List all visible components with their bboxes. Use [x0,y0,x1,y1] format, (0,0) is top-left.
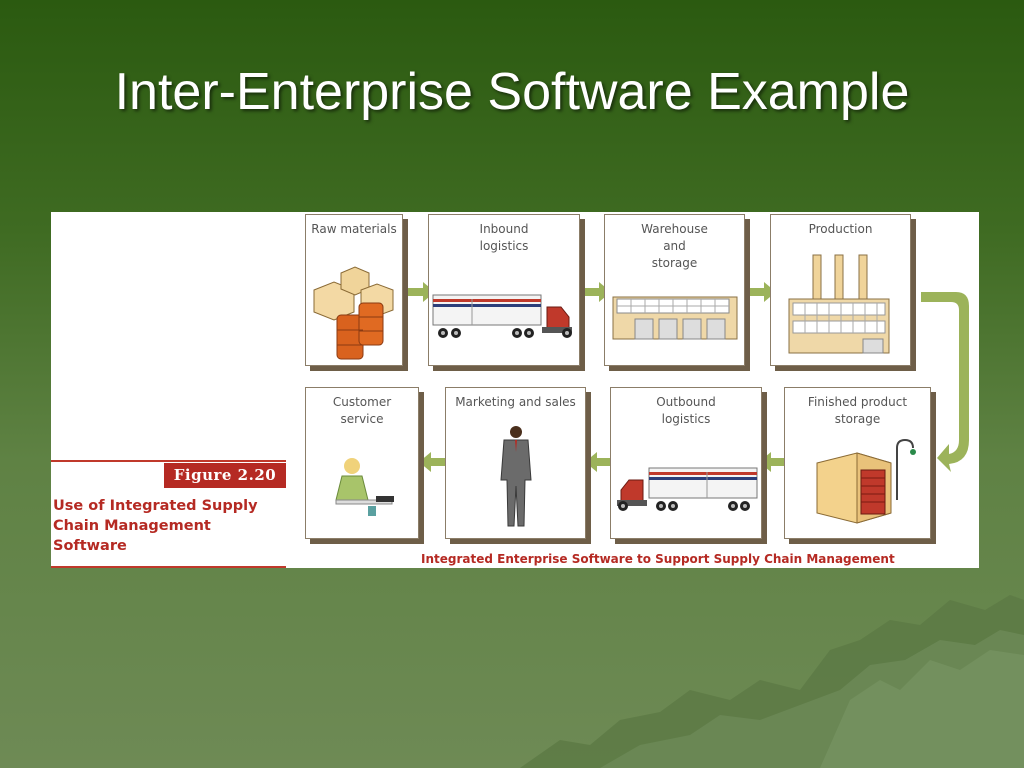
stage-label: Warehouse and storage [641,222,708,270]
stage-label: Production [808,222,873,236]
figure-number: Figure 2.20 [164,463,286,488]
factory-icon [788,254,890,354]
figure-title: Use of Integrated Supply Chain Managemen… [53,498,258,554]
crates-barrels-icon [313,266,394,360]
truck-icon [617,467,758,511]
slide-title: Inter-Enterprise Software Example [114,63,910,121]
stage-label: Outbound logistics [656,395,716,426]
stage-warehouse-storage: Warehouse and storage [604,214,745,366]
flow-arrows [407,282,969,472]
salesperson-icon [500,426,532,527]
warehouse-icon [612,296,738,340]
stage-finished-product-storage: Finished product storage [784,387,931,539]
arrow-left-icon [759,452,787,472]
truck-icon [432,294,572,338]
stage-marketing-sales: Marketing and sales [445,387,586,539]
flow-caption: Integrated Enterprise Software to Suppor… [421,552,895,566]
curved-arrow-icon [921,292,969,472]
stage-label: Marketing and sales [455,395,576,409]
stage-customer-service: Customer service [305,387,419,539]
stage-inbound-logistics: Inbound logistics [428,214,580,366]
figure-caption: Figure 2.20 Use of Integrated Supply Cha… [51,460,286,568]
stage-outbound-logistics: Outbound logistics [610,387,762,539]
stage-production: Production [770,214,911,366]
caption-rule-bottom [51,566,286,568]
supply-chain-figure: Figure 2.20 Use of Integrated Supply Cha… [51,212,979,568]
caption-rule-top [51,460,286,462]
storage-shed-icon [816,438,916,524]
arrow-left-icon [419,452,447,472]
stage-raw-materials: Raw materials [305,214,403,366]
stage-label: Inbound logistics [479,222,529,253]
stage-label: Customer service [332,395,392,426]
stage-label: Finished product storage [807,395,908,426]
arrow-right-icon [748,282,776,302]
arrow-left-icon [585,452,613,472]
phone-agent-icon [335,458,394,516]
stage-label: Raw materials [311,222,397,236]
